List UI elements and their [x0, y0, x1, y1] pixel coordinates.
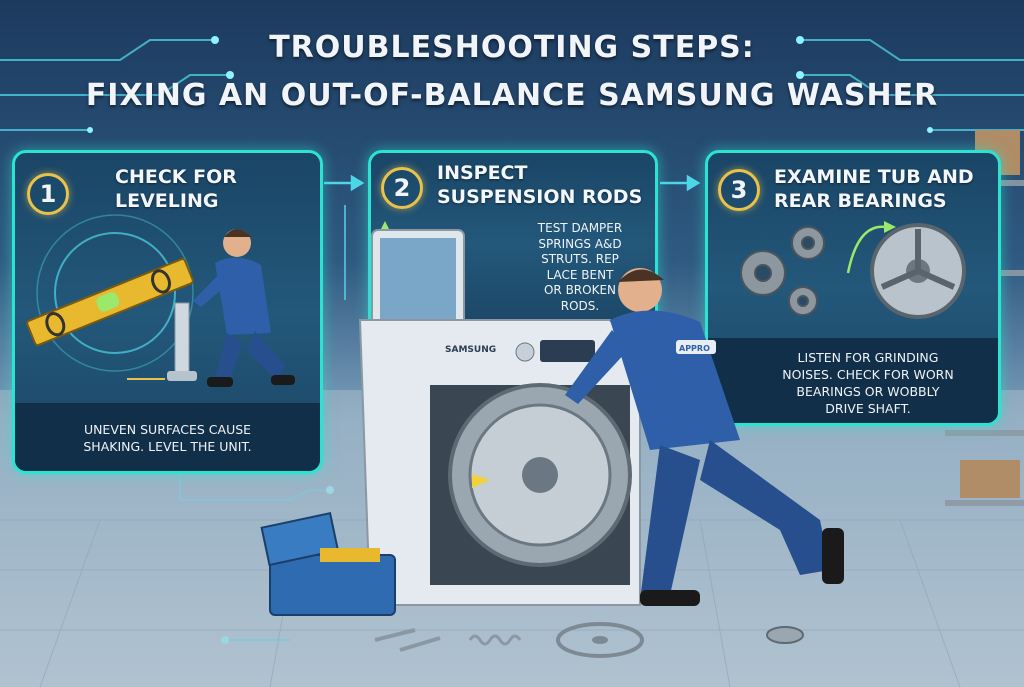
step-3-caption-line-4: DRIVE SHAFT.	[825, 401, 911, 416]
step-3-heading-line-1: EXAMINE TUB AND	[774, 166, 974, 188]
step-3-caption-line-1: LISTEN FOR GRINDING	[797, 350, 939, 365]
bearing-wheel-icon	[870, 223, 966, 319]
step-3-panel: 3 EXAMINE TUB AND REAR BEARINGS	[705, 150, 1001, 426]
step-3-caption-line-2: NOISES. CHECK FOR WORN	[782, 367, 954, 382]
spirit-level-icon	[26, 258, 194, 347]
step-2-caption: TEST DAMPER SPRINGS A&D STRUTS. REP LACE…	[515, 221, 645, 314]
step-3-heading: EXAMINE TUB AND REAR BEARINGS	[774, 165, 974, 213]
step-1-heading: CHECK FOR LEVELING	[115, 165, 237, 213]
step-1-caption-line-1: UNEVEN SURFACES CAUSE	[83, 422, 252, 437]
flow-arrows	[324, 174, 701, 192]
box-floor	[960, 460, 1020, 498]
step-2-heading-line-1: INSPECT	[437, 162, 528, 184]
title-line-2: FIXING AN OUT-OF-BALANCE SAMSUNG WASHER	[85, 78, 939, 113]
step-1-panel: 1 CHECK FOR LEVELING	[12, 150, 323, 474]
step-2-caption-line-6: RODS.	[560, 298, 600, 313]
title-line-1: TROUBLESHOOTING STEPS:	[269, 30, 755, 65]
bearings-illustration	[708, 221, 998, 423]
step-3-caption-line-3: BEARINGS OR WOBBLY	[796, 384, 940, 399]
step-2-caption-line-3: STRUTS. REP	[541, 252, 619, 266]
gear-icon	[740, 226, 825, 316]
step-1-caption: UNEVEN SURFACES CAUSE SHAKING. LEVEL THE…	[15, 421, 320, 455]
step-1-caption-line-2: SHAKING. LEVEL THE UNIT.	[83, 439, 252, 454]
step-2-caption-line-2: SPRINGS A&D	[538, 236, 622, 251]
step-2-panel: 2 INSPECT SUSPENSION RODS TEST DAMPER SP…	[368, 150, 658, 338]
step-2-number: 2	[381, 167, 423, 209]
technician-kneeling	[193, 229, 295, 387]
step-3-number: 3	[718, 169, 760, 211]
step-2-caption-line-5: OR BROKEN	[543, 283, 617, 297]
step-3-caption: LISTEN FOR GRINDING NOISES. CHECK FOR WO…	[748, 349, 988, 417]
step-2-caption-line-1: TEST DAMPER	[537, 221, 623, 235]
leveling-illustration	[15, 214, 320, 471]
step-2-caption-line-4: LACE BENT	[546, 267, 614, 282]
step-2-heading: INSPECT SUSPENSION RODS	[437, 161, 642, 209]
arrow-icon	[884, 221, 896, 233]
step-1-number: 1	[27, 173, 69, 215]
step-2-heading-line-2: SUSPENSION RODS	[437, 186, 643, 208]
step-1-heading-line-1: CHECK FOR	[115, 166, 237, 188]
step-3-heading-line-2: REAR BEARINGS	[774, 190, 947, 212]
step-1-heading-line-2: LEVELING	[115, 190, 219, 212]
arrow-icon	[379, 221, 391, 233]
